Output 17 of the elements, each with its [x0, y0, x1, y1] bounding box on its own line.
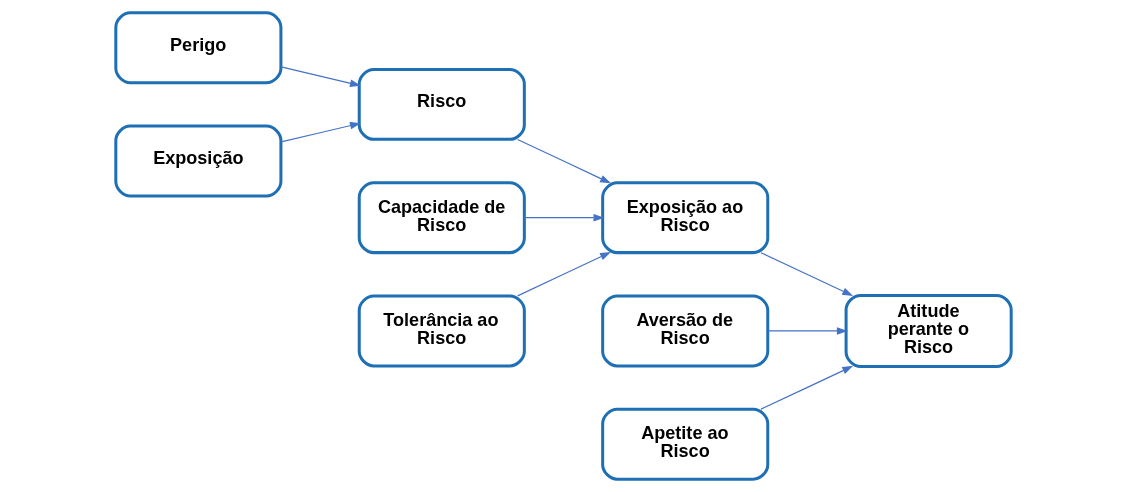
arrow	[280, 121, 361, 143]
node-box: Capacidade de Risco	[357, 181, 526, 255]
arrow	[759, 365, 853, 410]
node-box: Exposição ao Risco	[600, 181, 769, 255]
node-box: Perigo	[113, 11, 282, 85]
node-box: Apetite ao Risco	[600, 407, 769, 481]
node-box: Tolerância ao Risco	[357, 294, 526, 368]
arrow	[759, 252, 853, 297]
arrow	[766, 327, 848, 335]
node-box: Exposição	[113, 124, 282, 198]
node-box: Aversão de Risco	[600, 294, 769, 368]
arrow	[516, 138, 611, 184]
arrow	[523, 213, 604, 222]
arrow	[280, 66, 361, 87]
node-box: Risco	[357, 67, 526, 141]
arrow	[516, 252, 611, 297]
node-box: Atitude perante o Risco	[844, 293, 1013, 368]
